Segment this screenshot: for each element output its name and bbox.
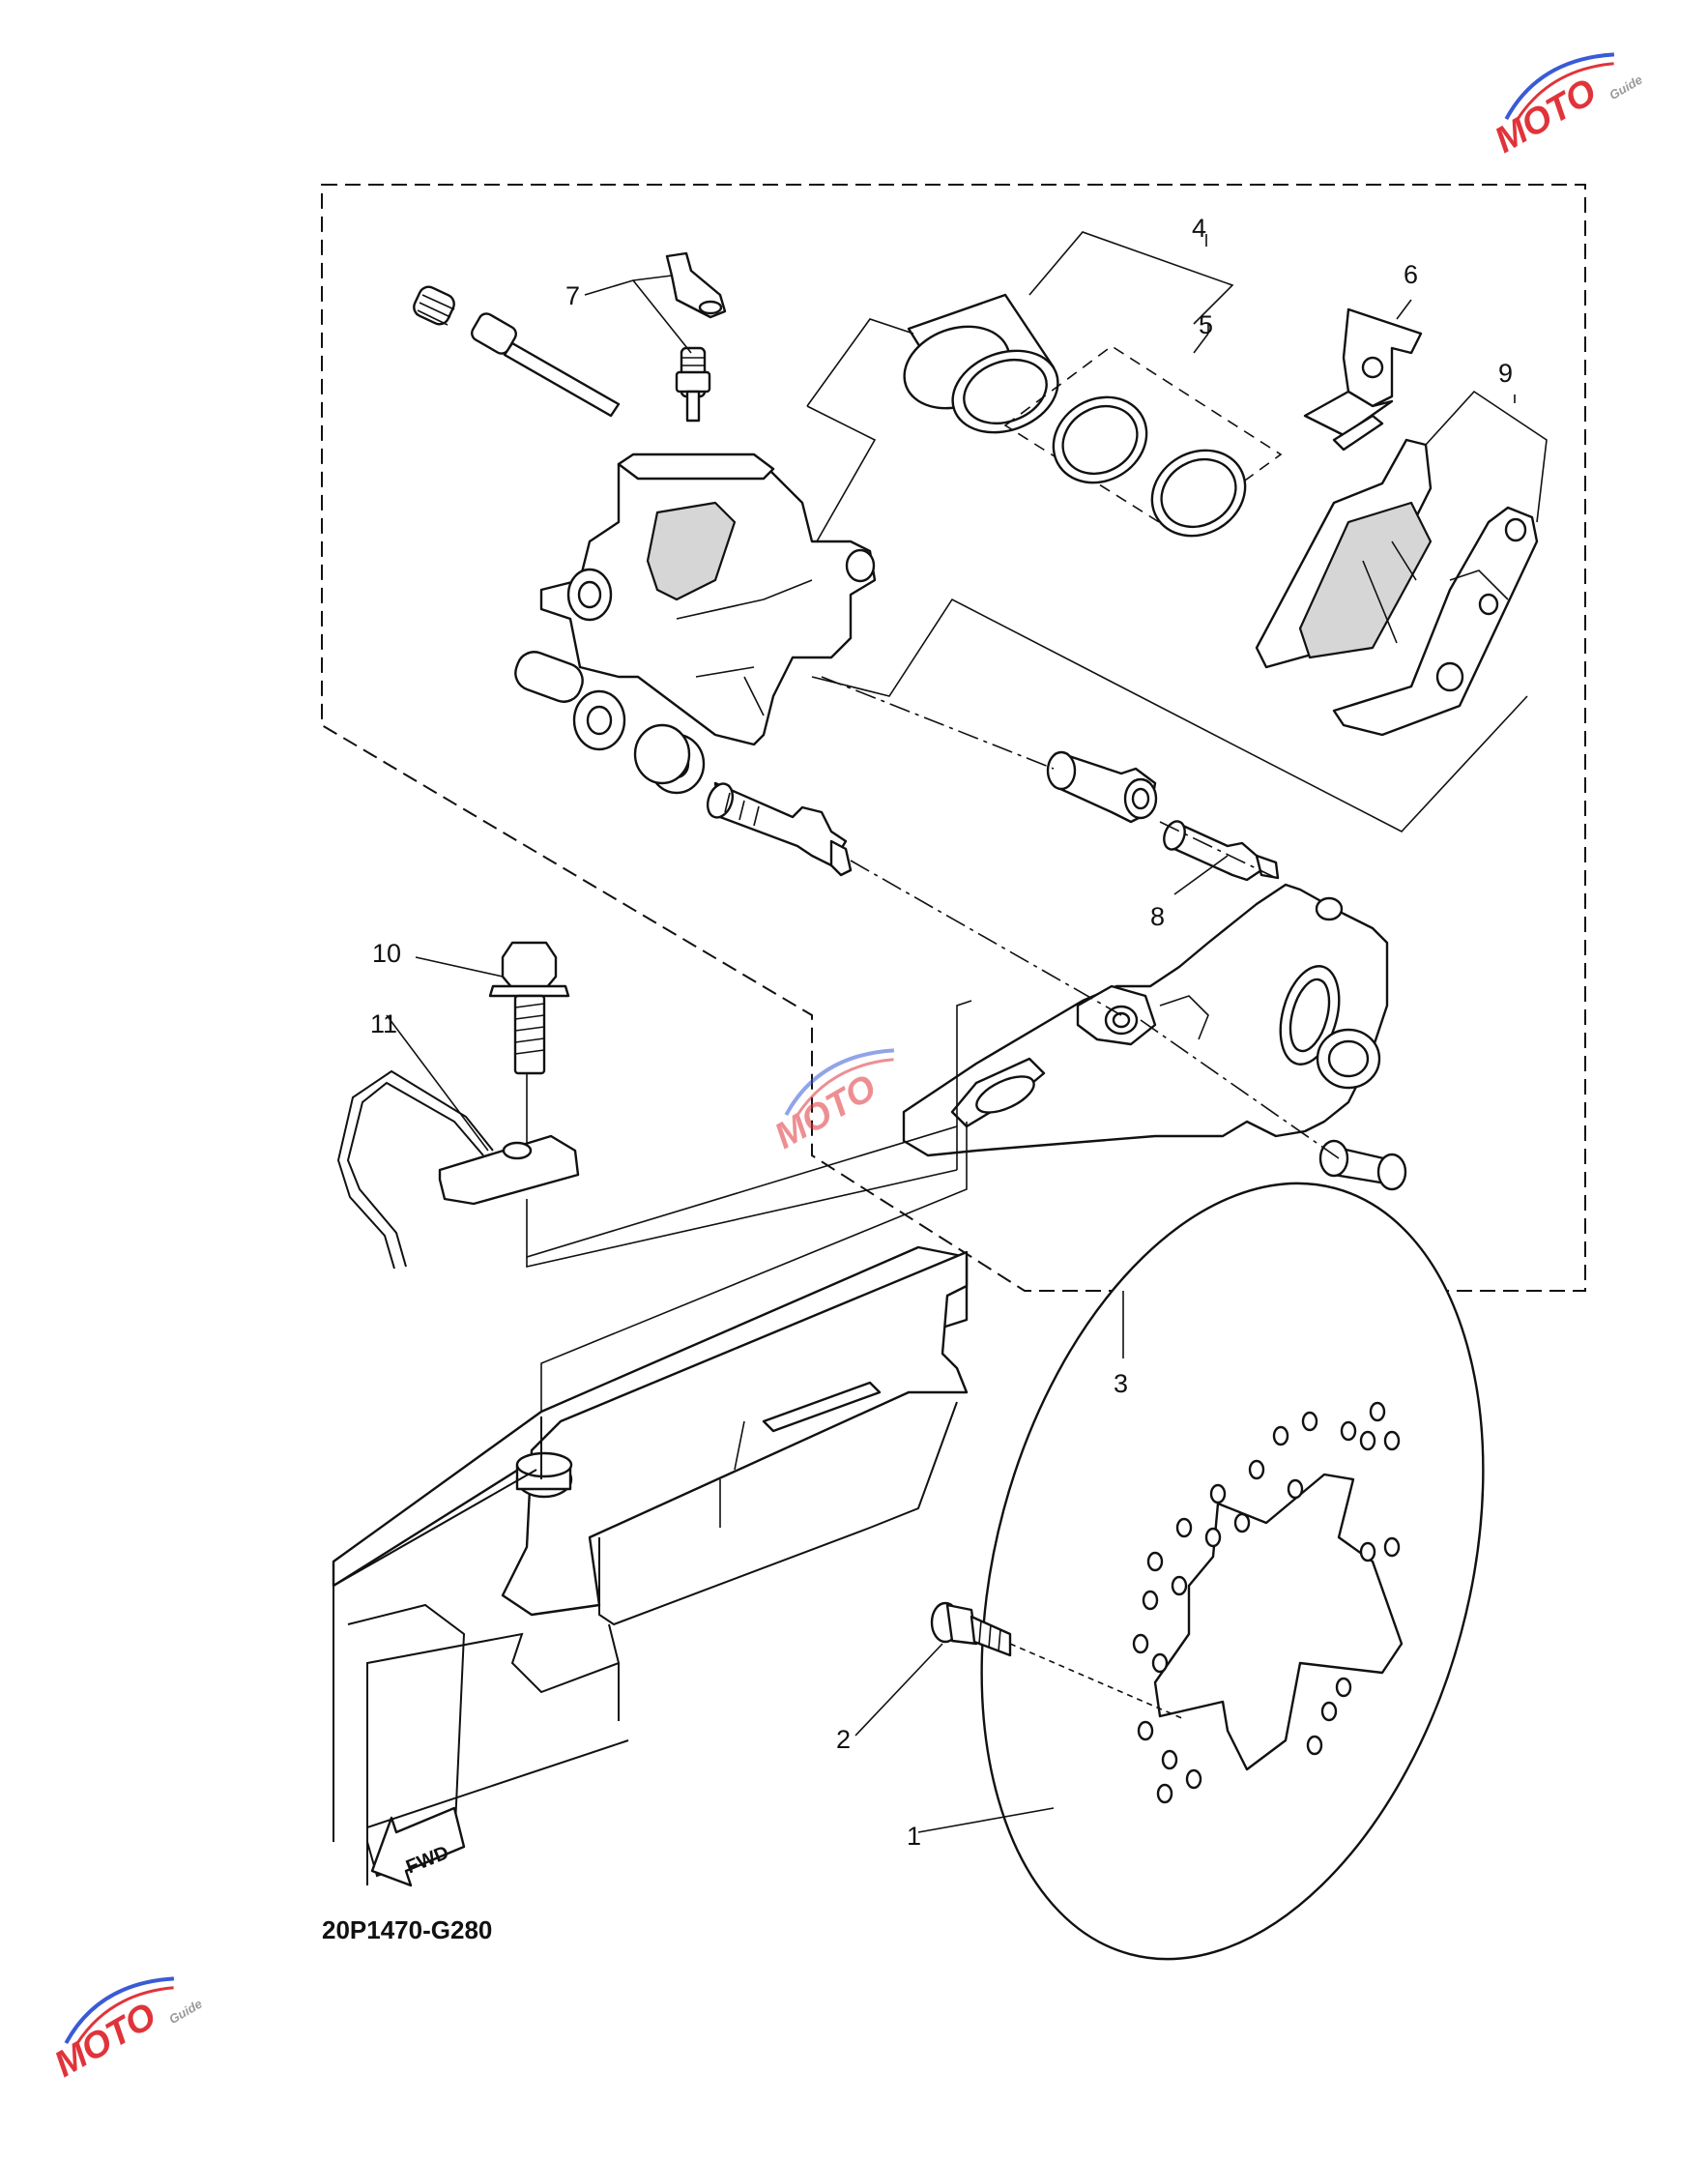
forward-arrow: FWD bbox=[370, 1806, 466, 1887]
slide-pin-long bbox=[706, 781, 853, 877]
pad-spring bbox=[1303, 307, 1423, 452]
brake-pads bbox=[1255, 438, 1539, 737]
leader-lines bbox=[386, 231, 1548, 1833]
piston-seals bbox=[1003, 345, 1283, 538]
callout-4: 4 bbox=[1192, 214, 1206, 243]
callout-8: 8 bbox=[1150, 902, 1165, 931]
bracket-plate bbox=[336, 1069, 580, 1270]
caliper-pin-cap bbox=[413, 285, 621, 418]
moto-guide-logo-bottom: MOTO Guide bbox=[48, 1976, 205, 2086]
callout-labels: 1 2 3 4 5 6 7 8 9 10 11 bbox=[370, 214, 1513, 1851]
callout-11: 11 bbox=[370, 1009, 397, 1038]
caliper-assembly-boundary bbox=[321, 184, 1586, 1292]
disc-holes bbox=[1132, 1401, 1401, 1804]
callout-9: 9 bbox=[1498, 359, 1513, 388]
svg-text:Guide: Guide bbox=[166, 1997, 204, 2027]
callout-6: 6 bbox=[1404, 260, 1418, 289]
caliper-bolt bbox=[1046, 750, 1158, 824]
caliper-bracket bbox=[902, 883, 1389, 1157]
bleed-screw bbox=[665, 251, 727, 423]
diagram-code: 20P1470-G280 bbox=[322, 1915, 492, 1944]
svg-text:MOTO: MOTO bbox=[48, 1996, 163, 2086]
swing-arm bbox=[332, 1245, 969, 1885]
callout-2: 2 bbox=[836, 1725, 851, 1754]
disc-bolt bbox=[930, 1601, 1185, 1720]
svg-text:MOTO: MOTO bbox=[1489, 72, 1604, 161]
callout-3: 3 bbox=[1114, 1369, 1128, 1398]
svg-text:Guide: Guide bbox=[1607, 73, 1644, 102]
brake-disc bbox=[980, 1182, 1485, 1961]
svg-text:MOTO: MOTO bbox=[768, 1067, 883, 1157]
callout-7: 7 bbox=[565, 281, 580, 310]
slide-pin-short bbox=[1163, 820, 1280, 882]
bracket-bushing bbox=[1318, 1139, 1407, 1191]
callout-5: 5 bbox=[1199, 310, 1213, 339]
moto-guide-logo-center: MOTO bbox=[768, 1048, 895, 1157]
flange-bolt bbox=[488, 941, 570, 1075]
caliper-body bbox=[514, 453, 877, 751]
caliper-boot bbox=[633, 723, 706, 795]
moto-guide-logo: MOTO Guide bbox=[1489, 52, 1645, 161]
callout-10: 10 bbox=[372, 939, 401, 968]
callout-1: 1 bbox=[907, 1822, 921, 1851]
piston bbox=[903, 293, 1059, 434]
